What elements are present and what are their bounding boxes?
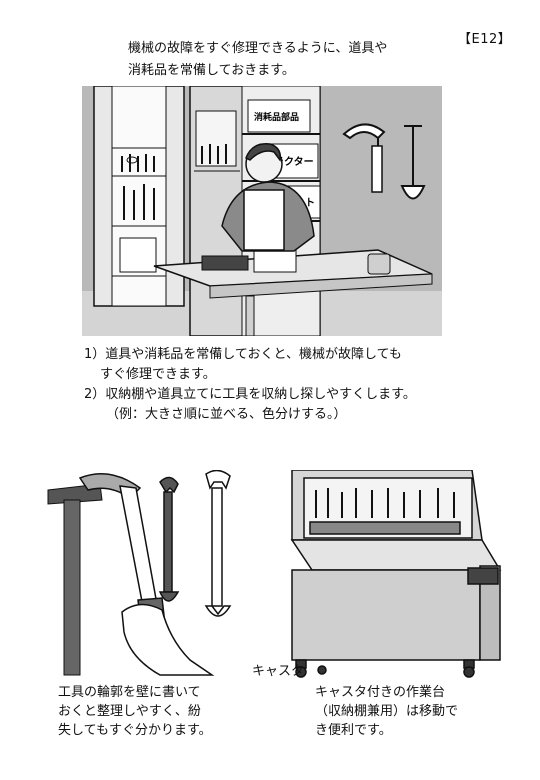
- document-code: 【E12】: [458, 32, 512, 47]
- work-table: [153, 224, 433, 336]
- wrench-outline: [158, 476, 180, 602]
- caption-tool-outline: 工具の輪郭を壁に書いて おくと整理しやすく、紛 失してもすぐ分かります。: [58, 683, 212, 740]
- note-1-line-1: 1）道具や消耗品を常備しておくと、機械が故障しても: [84, 347, 402, 362]
- note-2-example: （例：大きさ順に並べる、色分けする。）: [106, 407, 347, 422]
- caption-right-line-3: き便利です。: [315, 723, 392, 738]
- box-consumables: [247, 99, 311, 133]
- caster-label: キャスタ: [252, 664, 305, 679]
- worker-figure: [221, 143, 315, 252]
- hammer-outline: [47, 483, 103, 676]
- caster-workbench-illustration: [290, 470, 502, 678]
- hammer-held: [78, 473, 215, 676]
- intro-line-1: 機械の故障をすぐ修理できるように、道具や: [128, 41, 388, 56]
- wrench-hanging: [204, 470, 232, 617]
- note-2-line-1: 2）収納棚や道具立てに工具を収納し探しやすくします。: [84, 387, 416, 402]
- caption-left-line-2: おくと整理しやすく、紛: [58, 704, 201, 719]
- tape-roll: [367, 253, 391, 275]
- caption-right-line-1: キャスタ付きの作業台: [315, 685, 446, 700]
- intro-text: 機械の故障をすぐ修理できるように、道具や 消耗品を常備しておきます。: [128, 38, 387, 82]
- intro-line-2: 消耗品を常備しておきます。: [128, 63, 295, 78]
- workbench-body: [290, 470, 502, 661]
- workshop-illustration: 消耗品部品 トラクター ボルト: [82, 86, 442, 336]
- caption-left-line-1: 工具の輪郭を壁に書いて: [58, 685, 201, 700]
- notes-section: 1）道具や消耗品を常備しておくと、機械が故障しても すぐ修理できます。 2）収納…: [84, 345, 416, 425]
- caption-caster-workbench: キャスタ付きの作業台 （収納棚兼用）は移動で き便利です。: [315, 683, 458, 740]
- parts-tray: [201, 255, 249, 271]
- note-1-line-2: すぐ修理できます。: [100, 367, 216, 382]
- wall-tools: [342, 123, 426, 200]
- tool-outline-illustration: [47, 470, 232, 676]
- box-label-consumables: 消耗品部品: [254, 111, 299, 123]
- caption-left-line-3: 失してもすぐ分かります。: [58, 723, 212, 738]
- left-cabinet: [93, 86, 185, 307]
- caster-wheels: [295, 659, 475, 678]
- caption-right-line-2: （収納棚兼用）は移動で: [315, 704, 459, 719]
